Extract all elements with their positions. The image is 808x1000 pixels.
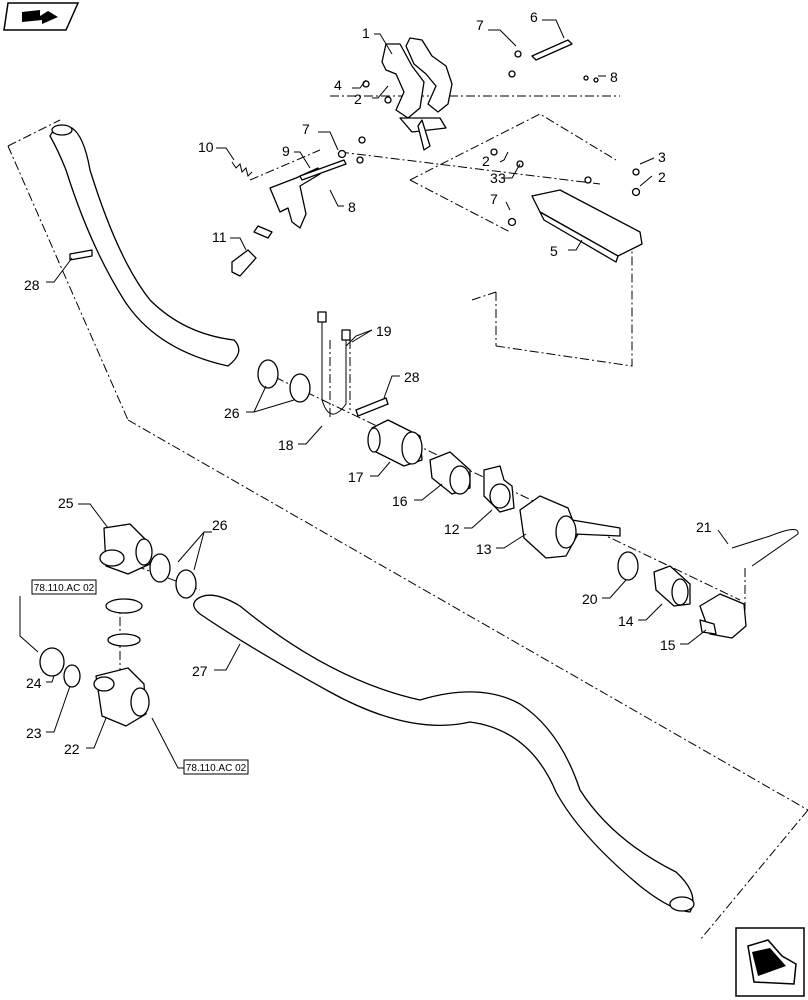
hose-left	[49, 124, 240, 367]
callout: 6	[530, 9, 538, 25]
callout: 9	[282, 143, 290, 159]
callout: 21	[696, 519, 712, 535]
knob-11	[231, 225, 273, 277]
gaskets	[105, 598, 143, 647]
callout: 28	[24, 277, 40, 293]
callout: 3	[658, 149, 666, 165]
wire-21	[731, 529, 799, 567]
u-bolt-18	[317, 311, 351, 415]
callout: 1	[362, 25, 370, 41]
callout: 11	[212, 229, 227, 245]
coupling-16	[429, 451, 471, 495]
callout: 2	[354, 91, 362, 107]
callout: 2	[482, 153, 490, 169]
ring-20	[617, 551, 639, 581]
callout: 8	[610, 69, 618, 85]
callout: 12	[444, 521, 460, 537]
spring-10	[231, 161, 253, 177]
small-hardware	[337, 50, 641, 227]
hose-right	[193, 594, 695, 913]
callout: 7	[302, 121, 310, 137]
lever-bracket-1	[381, 37, 453, 151]
callouts: 1 2 3 4 5 6 7 8 2 3 7 8 9 10 11 7 2 3 28…	[24, 9, 712, 757]
bracket-plate-5	[531, 189, 643, 263]
callout: 15	[660, 637, 676, 653]
callout: 26	[212, 517, 228, 533]
ring-23	[63, 664, 81, 688]
callout: 3	[490, 170, 498, 186]
handle-9	[269, 159, 347, 229]
callout: 10	[198, 139, 214, 155]
callout: 5	[550, 243, 558, 259]
fitting-14	[653, 565, 691, 607]
callout: 7	[476, 17, 484, 33]
callout: 2	[658, 169, 666, 185]
leader-lines	[19, 19, 729, 769]
clamps-26-lower	[149, 553, 197, 599]
ring-24	[39, 647, 65, 677]
tee-22	[93, 667, 150, 727]
callout: 20	[582, 591, 598, 607]
ref-box-lower[interactable]: 78.110.AC 02	[183, 759, 249, 775]
callout: 27	[192, 663, 208, 679]
valve-13	[519, 495, 621, 559]
callout: 8	[348, 199, 356, 215]
ref-label: 78.110.AC 02	[186, 763, 247, 774]
callout: 24	[26, 675, 42, 691]
cap-15	[699, 593, 747, 639]
callout: 7	[490, 191, 498, 207]
pin-28-middle	[355, 397, 389, 417]
callout: 14	[618, 613, 634, 629]
callout: 26	[224, 405, 240, 421]
fitting-17	[367, 419, 423, 467]
pin-6	[531, 39, 573, 61]
callout: 23	[26, 725, 42, 741]
elbow-25	[99, 523, 153, 575]
clamps-26-upper	[257, 359, 311, 403]
guide-lines	[7, 95, 808, 941]
book-arrow-icon[interactable]	[3, 2, 80, 31]
callout: 17	[348, 469, 364, 485]
callout: 28	[404, 369, 420, 385]
callout: 22	[64, 741, 80, 757]
callout: 13	[476, 541, 492, 557]
saddle-12	[483, 465, 515, 513]
callout: 18	[278, 437, 294, 453]
callout: 4	[334, 77, 342, 93]
ref-box-upper[interactable]: 78.110.AC 02	[31, 579, 97, 595]
ref-label: 78.110.AC 02	[34, 583, 95, 594]
callout: 25	[58, 495, 74, 511]
callout: 16	[392, 493, 408, 509]
callout: 3	[498, 170, 506, 186]
callout: 19	[376, 323, 392, 339]
next-page-arrow-icon[interactable]	[735, 927, 805, 997]
